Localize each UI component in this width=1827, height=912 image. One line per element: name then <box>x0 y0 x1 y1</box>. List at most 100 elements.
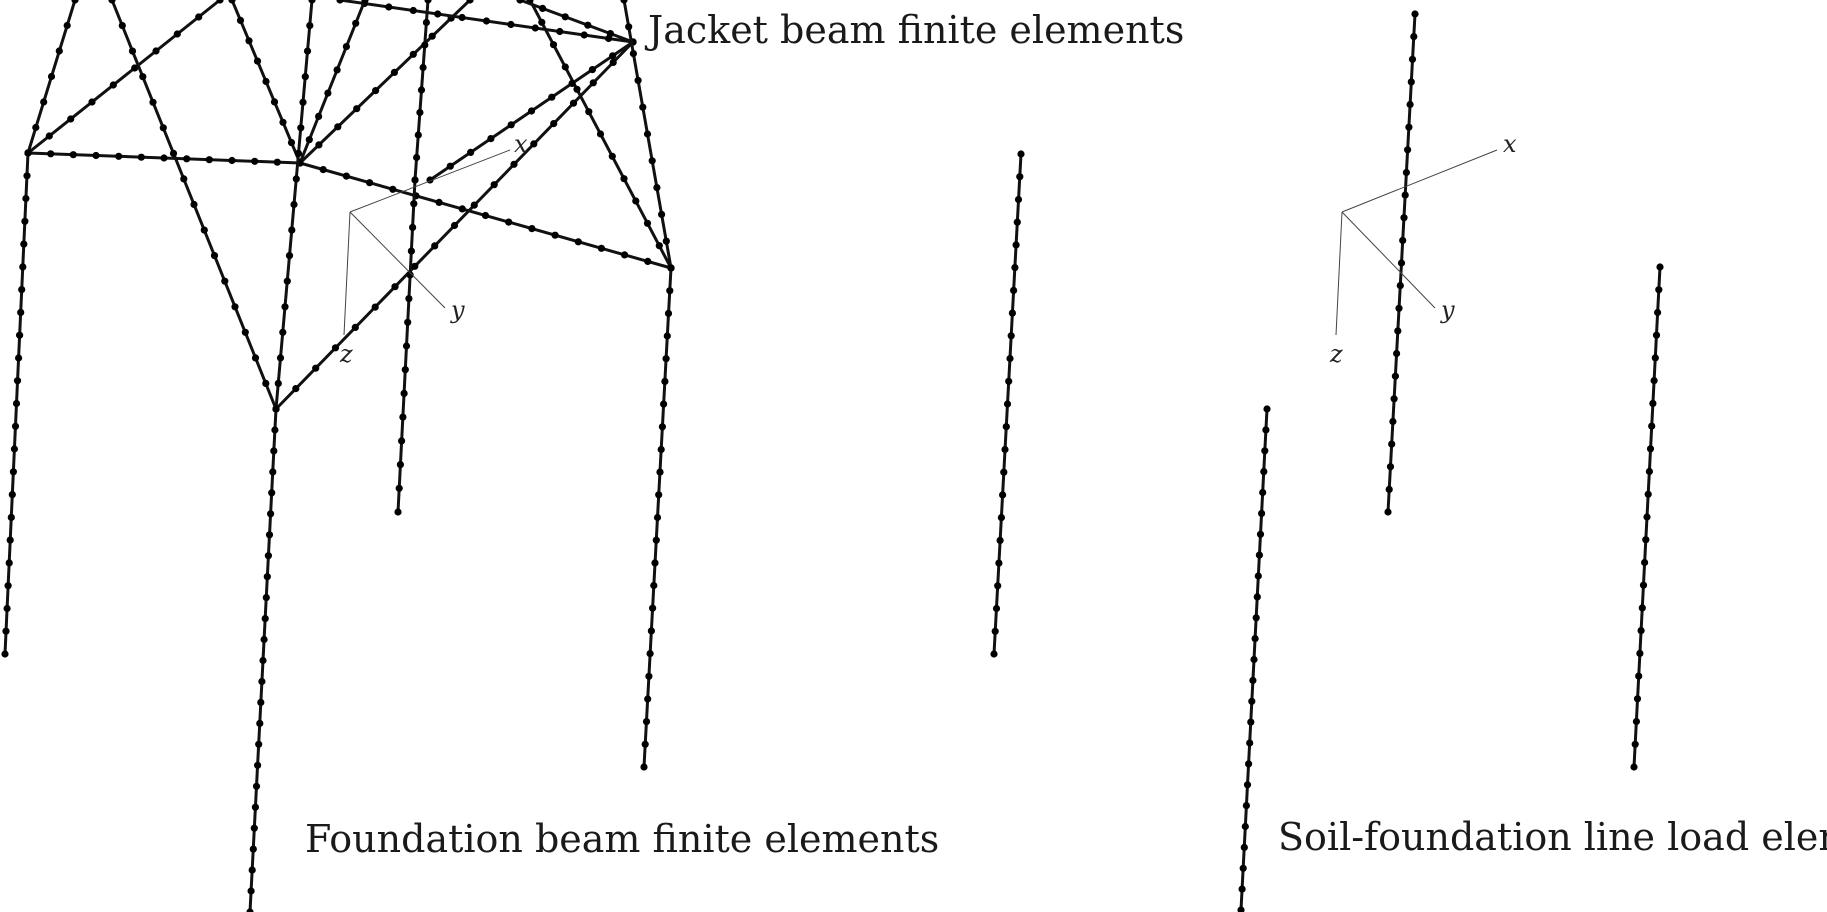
fe-node <box>292 385 300 393</box>
fe-node <box>228 0 236 4</box>
fe-node <box>160 154 168 162</box>
fe-node <box>18 286 26 294</box>
fe-node <box>991 627 999 635</box>
fe-node <box>648 157 656 165</box>
fe-node <box>361 0 369 4</box>
fe-node <box>650 581 658 590</box>
fe-node <box>417 86 426 94</box>
axis-z-label-right: z <box>1329 340 1343 368</box>
fe-node <box>647 627 656 635</box>
fe-node <box>606 29 615 38</box>
fe-node <box>389 185 397 193</box>
fe-node <box>409 50 417 58</box>
fe-node <box>1260 468 1268 476</box>
fe-node <box>20 240 28 248</box>
fe-node <box>22 194 30 203</box>
coordinate-axes-left: x y z <box>339 130 528 368</box>
fe-node <box>507 20 515 29</box>
fe-node <box>216 0 224 4</box>
fe-node <box>1238 885 1246 893</box>
jacket-diagonal-brace <box>518 0 635 44</box>
fe-node <box>398 437 406 445</box>
fe-node <box>662 355 670 363</box>
fe-node <box>1395 304 1403 312</box>
fe-node <box>283 277 291 285</box>
fe-node <box>641 740 649 748</box>
fe-node <box>634 76 642 84</box>
fe-node <box>450 221 459 230</box>
fe-node <box>1656 263 1664 271</box>
fe-node <box>67 115 75 123</box>
fe-node <box>431 242 439 250</box>
fe-node <box>3 604 11 613</box>
fe-node <box>649 604 657 612</box>
fe-node <box>1014 195 1023 204</box>
fe-node <box>305 136 313 144</box>
soil-foundation-model <box>1237 10 1664 912</box>
fe-node <box>643 219 652 227</box>
axis-z-line-left <box>343 211 351 336</box>
fe-node <box>270 98 279 106</box>
fe-node <box>549 41 558 49</box>
fe-node <box>352 19 360 27</box>
axis-y-label-right: y <box>1440 296 1455 324</box>
fe-node <box>642 718 651 726</box>
fe-node <box>169 149 178 157</box>
fe-node <box>23 172 31 180</box>
fe-node <box>109 81 117 89</box>
fe-node <box>1011 264 1019 272</box>
fe-node <box>424 0 432 4</box>
soil-line-load-elements-label: Soil-foundation line load elements <box>1278 815 1827 859</box>
fe-node <box>411 262 419 270</box>
fe-node <box>1649 399 1657 407</box>
fe-node <box>421 41 429 49</box>
fe-node <box>400 389 408 397</box>
fe-node <box>620 0 628 4</box>
fe-node <box>1404 146 1412 154</box>
fe-node <box>1401 191 1409 199</box>
fe-node <box>625 23 633 31</box>
fe-node <box>1251 635 1259 643</box>
fe-node <box>999 491 1007 499</box>
fe-node <box>510 160 518 168</box>
fe-node <box>251 157 259 165</box>
fe-node <box>561 63 569 71</box>
fe-node <box>262 594 270 602</box>
fe-node <box>391 283 399 291</box>
fe-node <box>435 198 443 206</box>
fe-node <box>1406 100 1414 109</box>
fe-node <box>274 379 282 387</box>
fe-node <box>995 559 1003 567</box>
fe-node <box>1642 536 1650 544</box>
fe-node <box>1263 405 1271 413</box>
fe-node <box>139 73 147 81</box>
fe-node <box>228 156 236 165</box>
fe-node <box>399 413 407 421</box>
fe-node <box>292 175 300 183</box>
fe-node <box>990 650 998 658</box>
fe-node <box>1258 509 1266 517</box>
fe-node <box>548 93 556 101</box>
fe-node <box>336 0 344 4</box>
fe-node <box>273 158 281 166</box>
fe-node <box>1632 717 1640 726</box>
fe-node <box>1633 695 1642 703</box>
fe-node <box>251 354 260 362</box>
fe-node <box>256 719 264 728</box>
fe-node <box>666 287 674 295</box>
fe-node <box>6 536 14 544</box>
fe-node <box>267 510 275 518</box>
axis-x-line-left <box>349 149 511 213</box>
axis-x-line-right <box>1341 149 1498 213</box>
fe-node <box>653 513 662 522</box>
coordinate-axes-right: x y z <box>1329 130 1517 368</box>
fe-node <box>597 244 606 252</box>
fe-node <box>315 112 323 120</box>
fe-node <box>1249 676 1257 685</box>
fe-node <box>190 200 198 209</box>
fe-node <box>1243 781 1252 789</box>
fe-node <box>609 58 617 66</box>
fe-node <box>1638 604 1646 612</box>
fe-node <box>482 17 491 25</box>
